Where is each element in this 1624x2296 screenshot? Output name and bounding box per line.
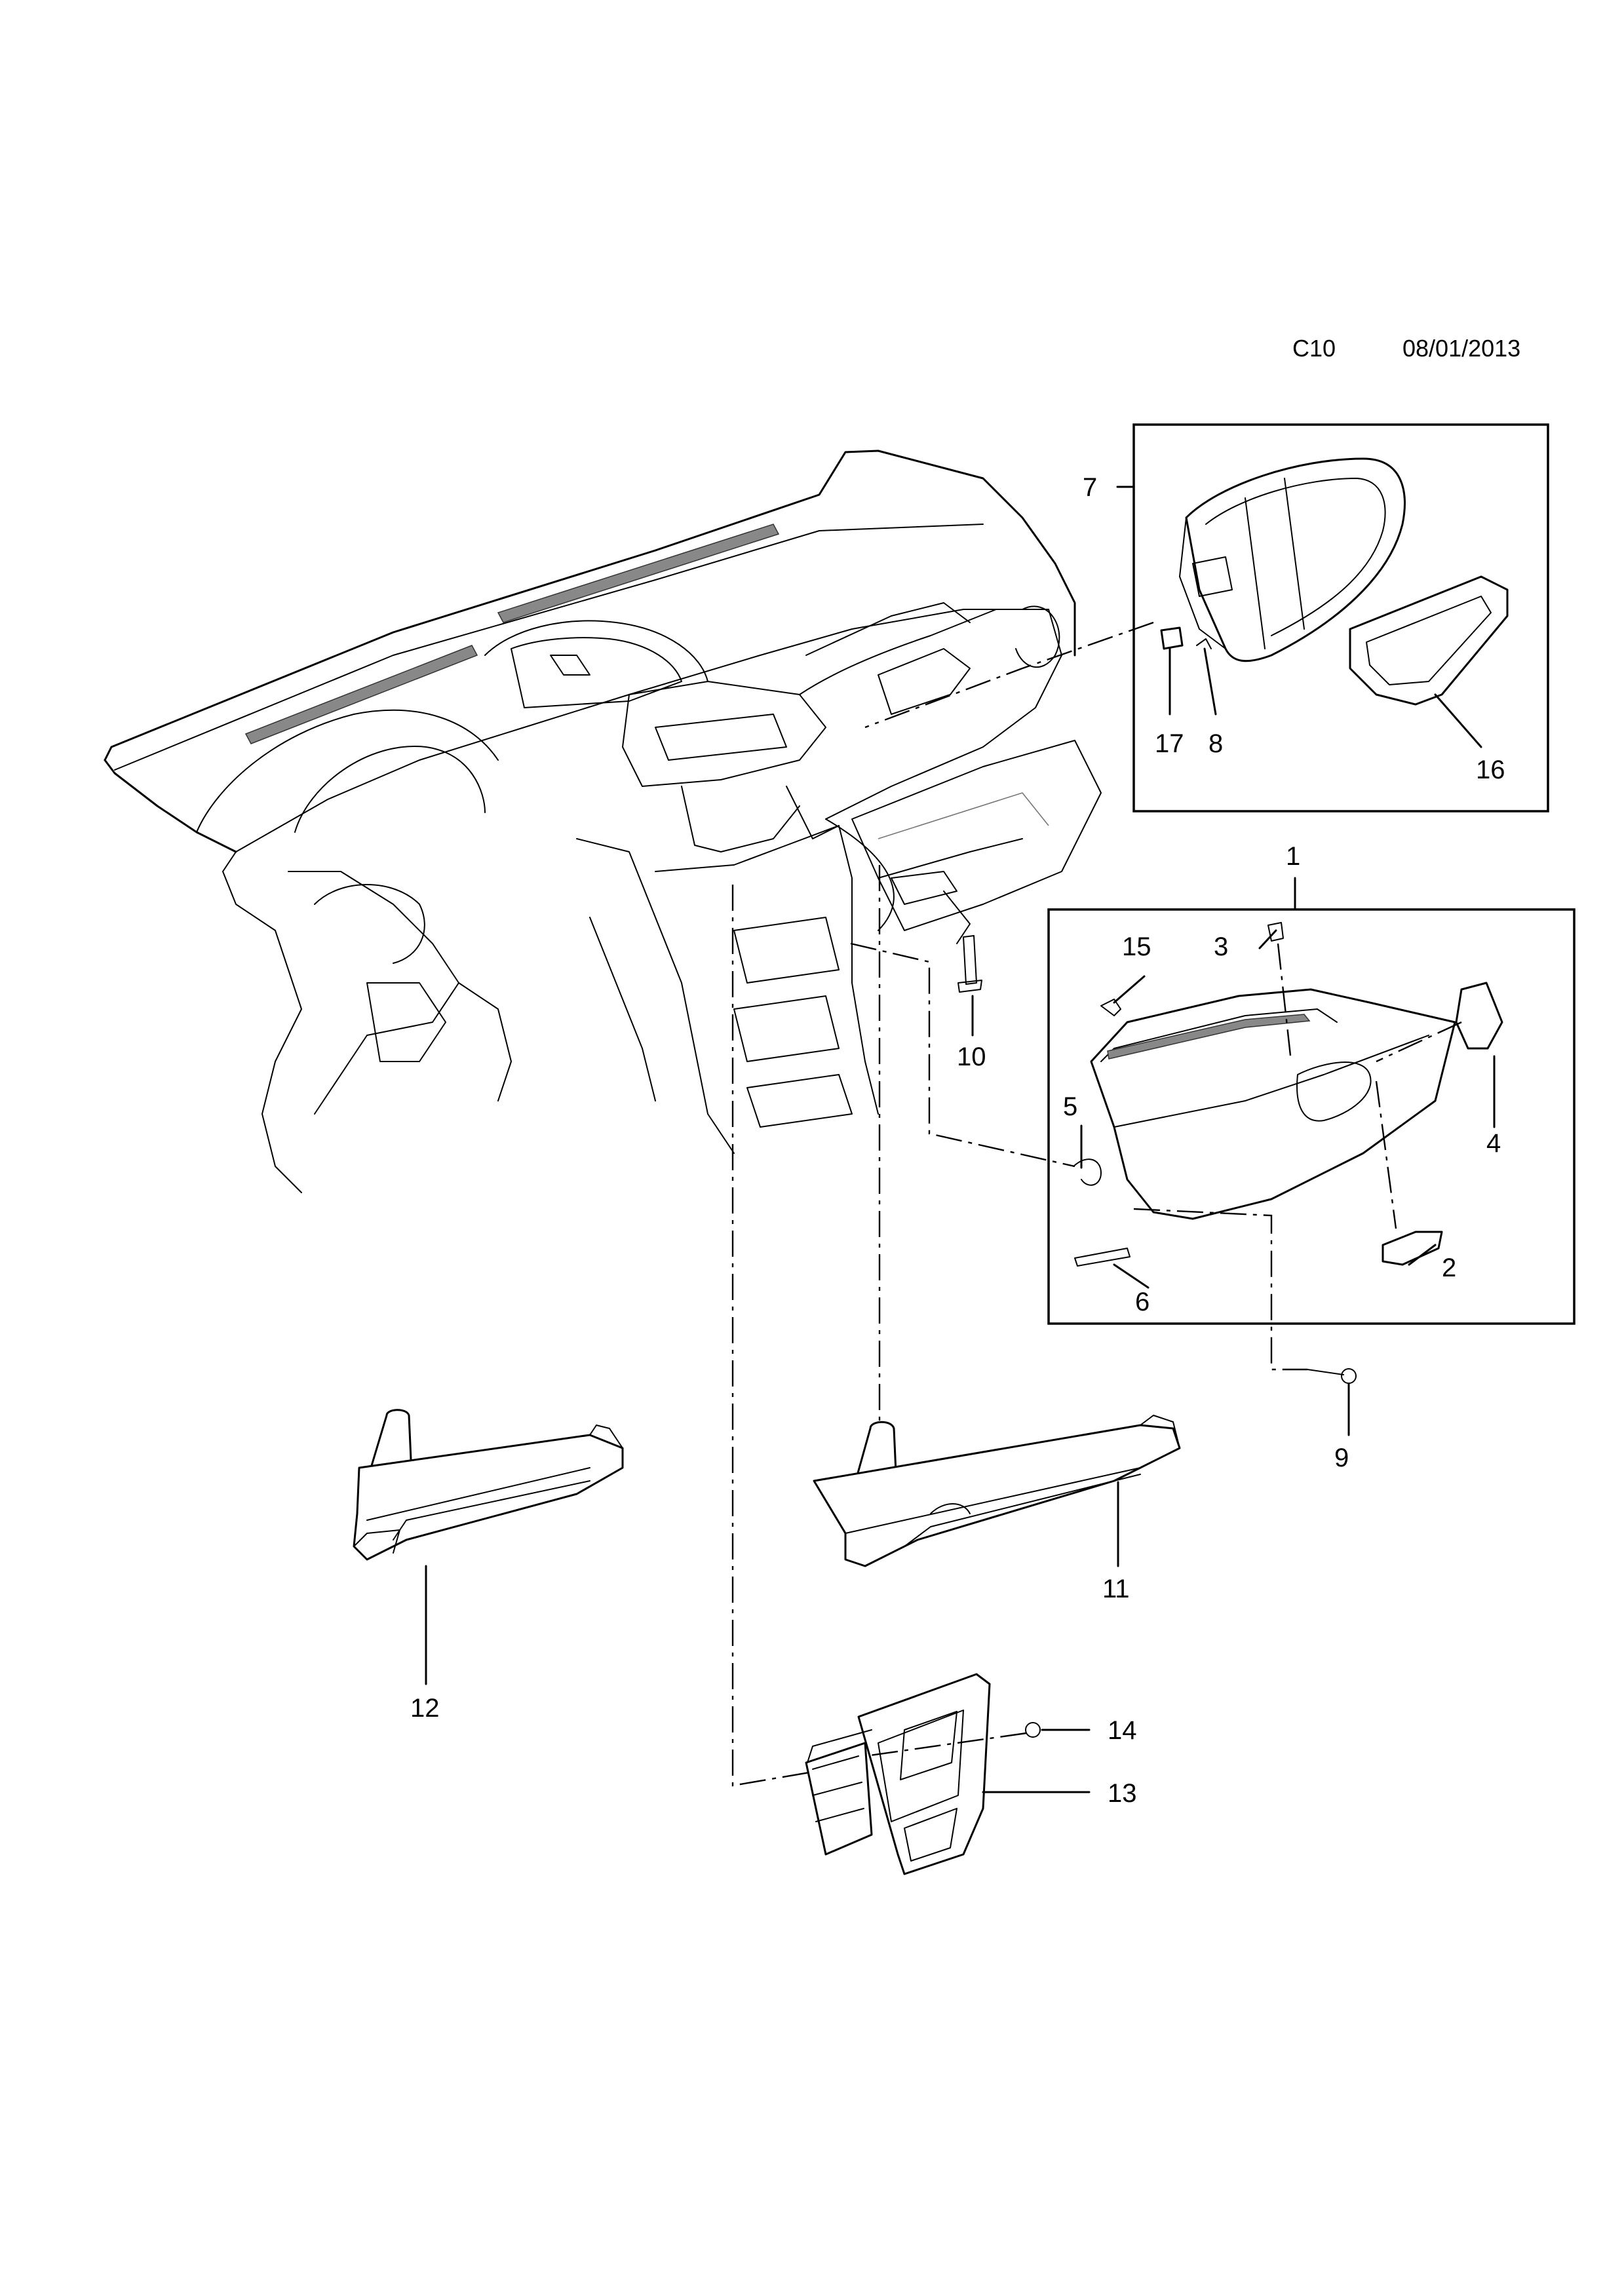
dash-to-5	[850, 942, 1075, 1168]
lower-trim-right	[813, 1415, 1181, 1567]
screw-8	[1196, 638, 1212, 649]
damper-4	[1455, 982, 1503, 1050]
dash-airbag	[864, 621, 1154, 729]
callout-4: 4	[1486, 1129, 1501, 1158]
dash-handle	[1375, 1081, 1397, 1229]
leader-2	[1408, 1244, 1437, 1266]
dash-screw3	[1277, 943, 1292, 1062]
bolt-9	[1341, 1368, 1357, 1384]
leader-15	[1113, 975, 1146, 1004]
callout-1: 1	[1286, 842, 1300, 871]
leader-8	[1203, 647, 1217, 716]
airbag-module	[1179, 457, 1406, 662]
dash-damper	[1376, 1021, 1462, 1063]
callout-17: 17	[1155, 729, 1184, 758]
dash-bolt9	[1133, 1208, 1307, 1371]
callout-16: 16	[1476, 756, 1505, 784]
lower-trim-left	[353, 1409, 624, 1561]
pin-6	[1074, 1248, 1131, 1267]
glove-box-assembly	[1090, 988, 1456, 1220]
callout-13: 13	[1108, 1779, 1137, 1808]
callout-8: 8	[1208, 729, 1223, 758]
callout-15: 15	[1122, 932, 1151, 961]
clip-17	[1160, 626, 1184, 650]
screw-10	[963, 935, 977, 985]
clip-15	[1100, 999, 1121, 1016]
hinge-5	[1073, 1158, 1102, 1186]
diagram-code: C10	[1292, 335, 1336, 362]
callout-9: 9	[1334, 1444, 1349, 1472]
callout-5: 5	[1063, 1092, 1077, 1121]
callout-11: 11	[1102, 1575, 1130, 1603]
callout-12: 12	[410, 1694, 440, 1723]
callout-7: 7	[1083, 473, 1097, 502]
inset-box-airbag	[1132, 423, 1549, 813]
bolt-9-shank	[1307, 1369, 1344, 1375]
latch-handle-2	[1382, 1231, 1443, 1266]
airbag-lower-trim	[1349, 575, 1509, 706]
callout-2: 2	[1442, 1253, 1456, 1282]
callout-14: 14	[1108, 1716, 1137, 1745]
leader-6	[1113, 1263, 1150, 1289]
inset-box-glovebox	[1047, 908, 1576, 1325]
dash-screw14	[864, 1732, 1027, 1757]
instrument-panel	[104, 450, 1102, 1193]
callout-6: 6	[1135, 1288, 1150, 1316]
screw-10-head	[957, 980, 982, 993]
leader-16	[1434, 693, 1482, 748]
screw-14	[1025, 1722, 1041, 1738]
leader-3	[1258, 929, 1277, 949]
callout-3: 3	[1214, 932, 1228, 961]
dash-to-13	[731, 885, 810, 1787]
callout-10: 10	[957, 1043, 986, 1071]
diagram-date: 08/01/2013	[1402, 335, 1520, 362]
console-bezel	[805, 1673, 991, 1875]
